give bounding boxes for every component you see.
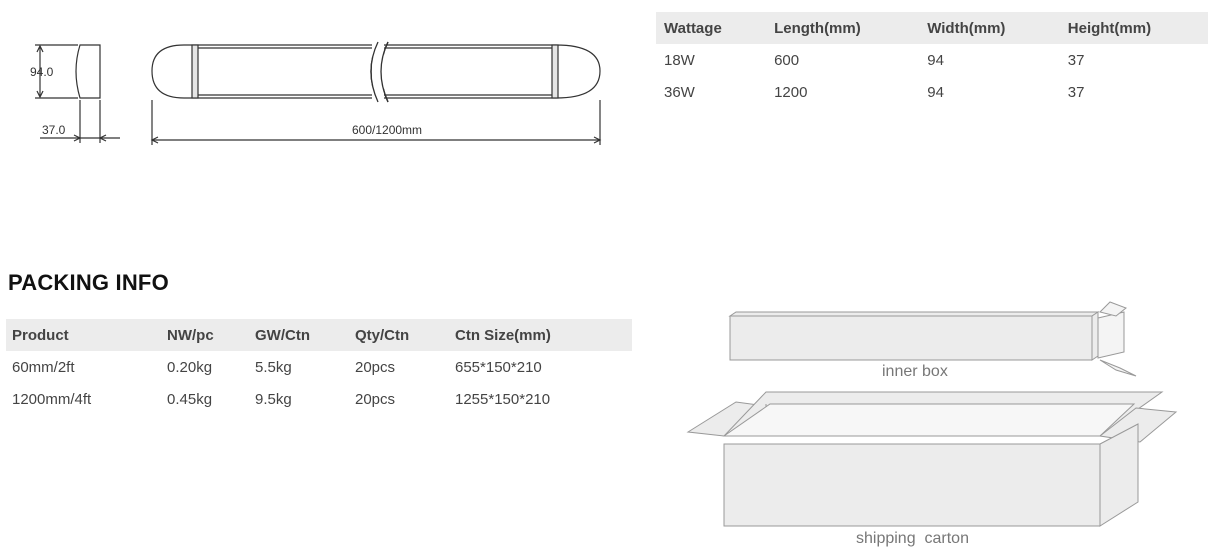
- table-row: 1200mm/4ft 0.45kg 9.5kg 20pcs 1255*150*2…: [6, 383, 632, 415]
- header-width: Width(mm): [919, 12, 1060, 44]
- cell-ctn-size: 655*150*210: [455, 358, 542, 376]
- depth-dimension-label: 37.0: [42, 123, 66, 137]
- spec-table-header-row: Wattage Length(mm) Width(mm) Height(mm): [656, 12, 1208, 44]
- cell-qty-ctn: 20pcs: [355, 358, 396, 376]
- packing-boxes-illustration: inner box shipping carton: [686, 301, 1178, 547]
- header-height: Height(mm): [1059, 12, 1208, 44]
- cell-product: 60mm/2ft: [12, 358, 75, 376]
- cell-nw-pc: 0.45kg: [167, 390, 213, 408]
- table-row: 18W 600 94 37: [656, 44, 1208, 76]
- cell-wattage: 18W: [664, 51, 695, 69]
- table-row: 60mm/2ft 0.20kg 5.5kg 20pcs 655*150*210: [6, 351, 632, 383]
- cell-qty-ctn: 20pcs: [355, 390, 396, 408]
- header-nw-pc: NW/pc: [161, 319, 249, 351]
- packing-table: Product NW/pc GW/Ctn Qty/Ctn Ctn Size(mm…: [6, 319, 632, 415]
- shipping-carton-label: shipping carton: [856, 530, 969, 547]
- header-wattage: Wattage: [656, 12, 767, 44]
- shipping-carton-illustration: [686, 391, 1178, 527]
- header-ctn-size: Ctn Size(mm): [449, 319, 632, 351]
- cell-gw-ctn: 9.5kg: [255, 390, 292, 408]
- dimension-drawing: 94.0 37.0 600/1200mm: [30, 40, 602, 145]
- header-product: Product: [6, 319, 161, 351]
- cell-length: 1200: [774, 83, 808, 101]
- length-dimension-label: 600/1200mm: [352, 123, 422, 137]
- cell-wattage: 36W: [664, 83, 695, 101]
- spec-table: Wattage Length(mm) Width(mm) Height(mm) …: [656, 12, 1208, 108]
- cell-height: 37: [1067, 83, 1085, 101]
- header-qty-ctn: Qty/Ctn: [349, 319, 449, 351]
- height-dimension-label: 94.0: [30, 65, 54, 79]
- cell-height: 37: [1067, 51, 1085, 69]
- cell-width: 94: [927, 51, 944, 69]
- break-gap: [372, 40, 384, 104]
- header-gw-ctn: GW/Ctn: [249, 319, 349, 351]
- packing-info-title: PACKING INFO: [8, 270, 169, 295]
- packing-table-header-row: Product NW/pc GW/Ctn Qty/Ctn Ctn Size(mm…: [6, 319, 632, 351]
- side-profile: [35, 44, 120, 143]
- table-row: 36W 1200 94 37: [656, 76, 1208, 108]
- inner-box-label: inner box: [882, 363, 948, 380]
- cell-product: 1200mm/4ft: [12, 390, 92, 408]
- cell-gw-ctn: 5.5kg: [255, 358, 292, 376]
- cell-width: 94: [927, 83, 944, 101]
- cell-ctn-size: 1255*150*210: [455, 390, 551, 408]
- cell-length: 600: [774, 51, 800, 69]
- header-length: Length(mm): [766, 12, 920, 44]
- inner-box-illustration: [728, 301, 1137, 377]
- cell-nw-pc: 0.20kg: [167, 358, 213, 376]
